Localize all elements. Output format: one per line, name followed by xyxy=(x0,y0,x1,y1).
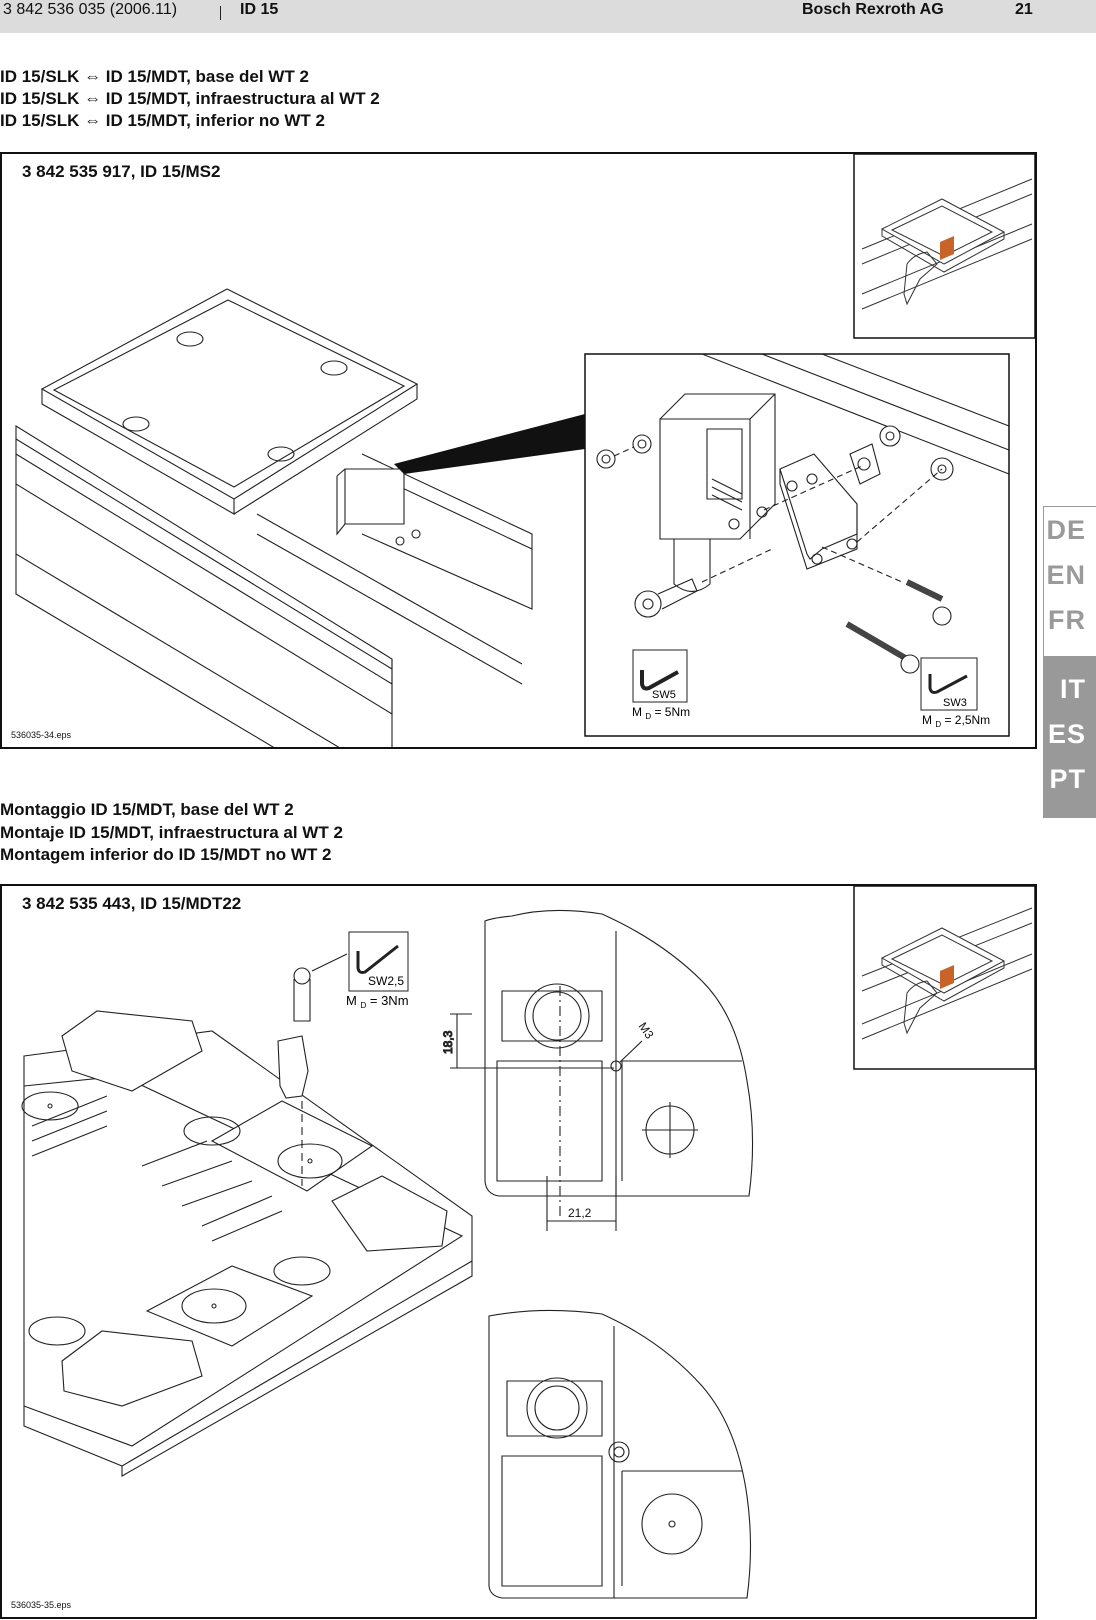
figure-ms2: 3 842 535 917, ID 15/MS2 536035-34.eps xyxy=(0,152,1037,749)
lang-tab-pt[interactable]: PT xyxy=(1049,764,1086,794)
figure-ms2-title: 3 842 535 917, ID 15/MS2 xyxy=(22,162,221,181)
figure-ms2-drawing: SW5 M D = 5Nm SW3 M D = 2,5Nm xyxy=(15,154,1035,747)
tool-sw5-torque: M D = 5Nm xyxy=(632,705,690,722)
section1-heading-es: ID 15/SLK ⇔ ID 15/MDT, infraestructura a… xyxy=(0,89,380,108)
tool-sw3-torque: M D = 2,5Nm xyxy=(922,713,990,730)
header-separator xyxy=(220,6,221,20)
tool-sw5-size: SW5 xyxy=(652,689,676,701)
tool-sw5-torque-sub: D xyxy=(645,712,651,721)
tool-sw3-torque-sub: D xyxy=(935,720,941,729)
tool-sw2-5-torque: M D = 3Nm xyxy=(346,993,409,1011)
section2-heading-it: Montaggio ID 15/MDT, base del WT 2 xyxy=(0,800,294,819)
lang-tab-de[interactable]: DE xyxy=(1046,515,1086,545)
tool-sw2-5-torque-sub: D xyxy=(360,1001,366,1010)
figure-mdt22: 3 842 535 443, ID 15/MDT22 536035-35.eps xyxy=(0,884,1037,1619)
tool-sw3-torque-value: = 2,5Nm xyxy=(944,713,990,727)
product-name: ID 15 xyxy=(240,1,279,18)
figure-mdt22-drawing: SW2,5 M D = 3Nm 18,3 21,2 xyxy=(21,886,1035,1599)
tool-sw2-5-size: SW2,5 xyxy=(368,974,404,988)
tool-sw3-torque-label: M xyxy=(922,713,932,727)
lang-tab-it[interactable]: IT xyxy=(1060,674,1086,704)
section1-heading-it: ID 15/SLK ⇔ ID 15/MDT, base del WT 2 xyxy=(0,67,309,86)
section1-heading-pt: ID 15/SLK ⇔ ID 15/MDT, inferior no WT 2 xyxy=(0,111,325,130)
language-tabs-inactive: DE EN FR xyxy=(1043,506,1096,656)
figure-mdt22-title: 3 842 535 443, ID 15/MDT22 xyxy=(22,894,242,913)
page-header: 3 842 536 035 (2006.11) ID 15 Bosch Rexr… xyxy=(0,0,1096,33)
figure-mdt22-file: 536035-35.eps xyxy=(11,1600,72,1610)
section-detail-bottom xyxy=(488,1309,752,1599)
overview-inset-2 xyxy=(853,886,1035,1070)
section2-heading-pt: Montagem inferior do ID 15/MDT no WT 2 xyxy=(0,845,332,864)
tool-sw5: SW5 M D = 5Nm xyxy=(632,649,690,722)
lang-tab-fr[interactable]: FR xyxy=(1048,605,1086,635)
page-number: 21 xyxy=(1015,1,1033,18)
doc-number: 3 842 536 035 (2006.11) xyxy=(3,1,178,18)
tool-sw3: SW3 M D = 2,5Nm xyxy=(920,657,990,730)
dimension-vertical: 18,3 xyxy=(441,1030,455,1054)
tool-sw2-5: SW2,5 M D = 3Nm xyxy=(346,931,409,1011)
lang-tab-es[interactable]: ES xyxy=(1047,719,1086,749)
overview-inset-1 xyxy=(853,154,1035,339)
figure-ms2-file: 536035-34.eps xyxy=(11,730,72,740)
language-tabs-active: IT ES PT xyxy=(1043,656,1096,818)
tool-sw2-5-torque-label: M xyxy=(346,993,357,1008)
section2-heading-es: Montaje ID 15/MDT, infraestructura al WT… xyxy=(0,823,343,842)
tool-sw2-5-torque-value: = 3Nm xyxy=(370,993,409,1008)
section-detail-top: 18,3 21,2 M3 xyxy=(440,909,754,1231)
company-name: Bosch Rexroth AG xyxy=(802,1,944,18)
lang-tab-en[interactable]: EN xyxy=(1046,560,1086,590)
dimension-horizontal: 21,2 xyxy=(568,1206,592,1220)
tool-sw5-torque-label: M xyxy=(632,705,642,719)
tool-sw5-torque-value: = 5Nm xyxy=(654,705,690,719)
tool-sw3-size: SW3 xyxy=(943,697,967,709)
